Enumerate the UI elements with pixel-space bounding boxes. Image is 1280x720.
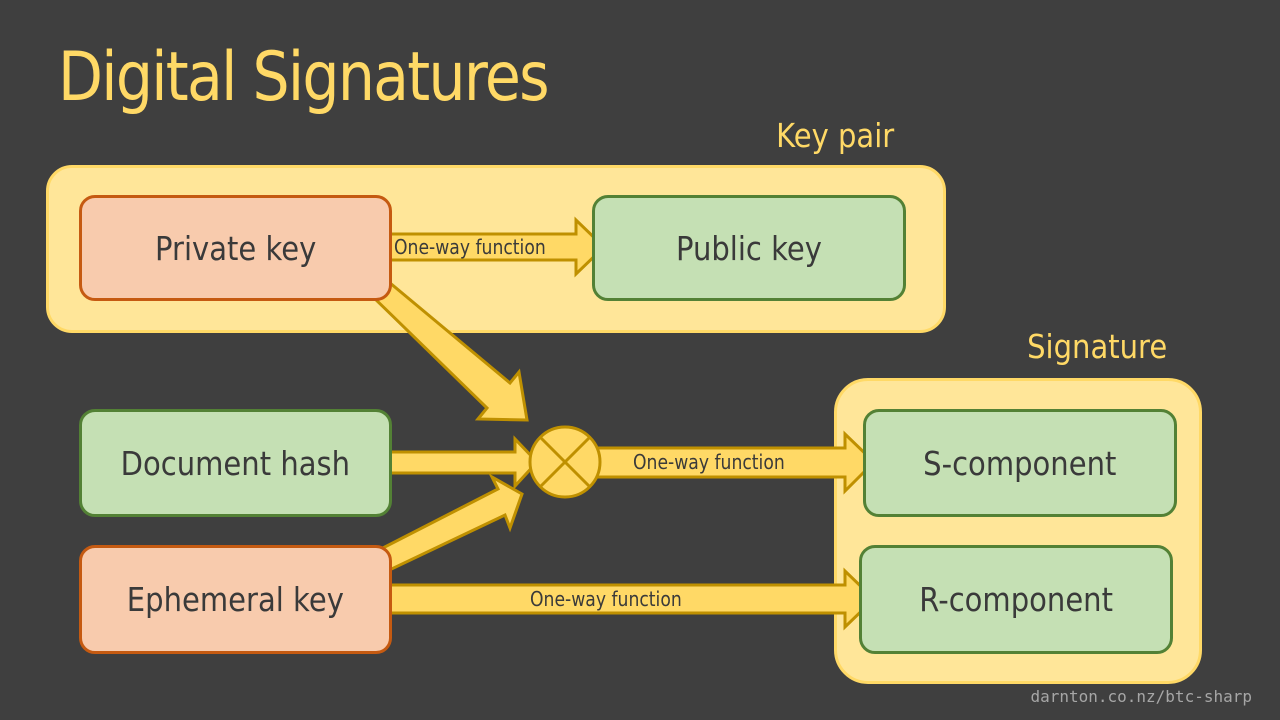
arrow-label-ephemeral-to-r: One-way function <box>530 587 682 611</box>
public-key-label: Public key <box>675 228 822 268</box>
private-key-label: Private key <box>154 228 317 268</box>
arrow-label-private-to-public: One-way function <box>394 235 546 259</box>
r-component-node: R-component <box>859 545 1173 654</box>
r-component-label: R-component <box>919 580 1113 619</box>
arrow-private-to-public <box>384 216 607 278</box>
page-title: Digital Signatures <box>58 38 550 117</box>
s-component-label: S-component <box>923 443 1117 483</box>
key-pair-group-label: Key pair <box>775 116 894 155</box>
s-component-node: S-component <box>863 409 1177 517</box>
signature-group-label: Signature <box>1026 327 1167 366</box>
document-hash-node: Document hash <box>79 409 392 517</box>
combiner-multiply-icon <box>528 425 602 499</box>
ephemeral-key-label: Ephemeral key <box>126 580 345 619</box>
arrow-hash-to-combiner <box>384 435 540 490</box>
arrow-combiner-to-s <box>592 430 877 495</box>
footer-url: darnton.co.nz/btc-sharp <box>1030 687 1252 706</box>
ephemeral-key-node: Ephemeral key <box>79 545 392 654</box>
arrow-label-combiner-to-s: One-way function <box>633 450 785 474</box>
private-key-node: Private key <box>79 195 392 301</box>
arrow-ephemeral-to-combiner <box>371 473 524 577</box>
public-key-node: Public key <box>592 195 906 301</box>
document-hash-label: Document hash <box>120 443 351 483</box>
arrow-private-to-combiner <box>367 275 529 422</box>
